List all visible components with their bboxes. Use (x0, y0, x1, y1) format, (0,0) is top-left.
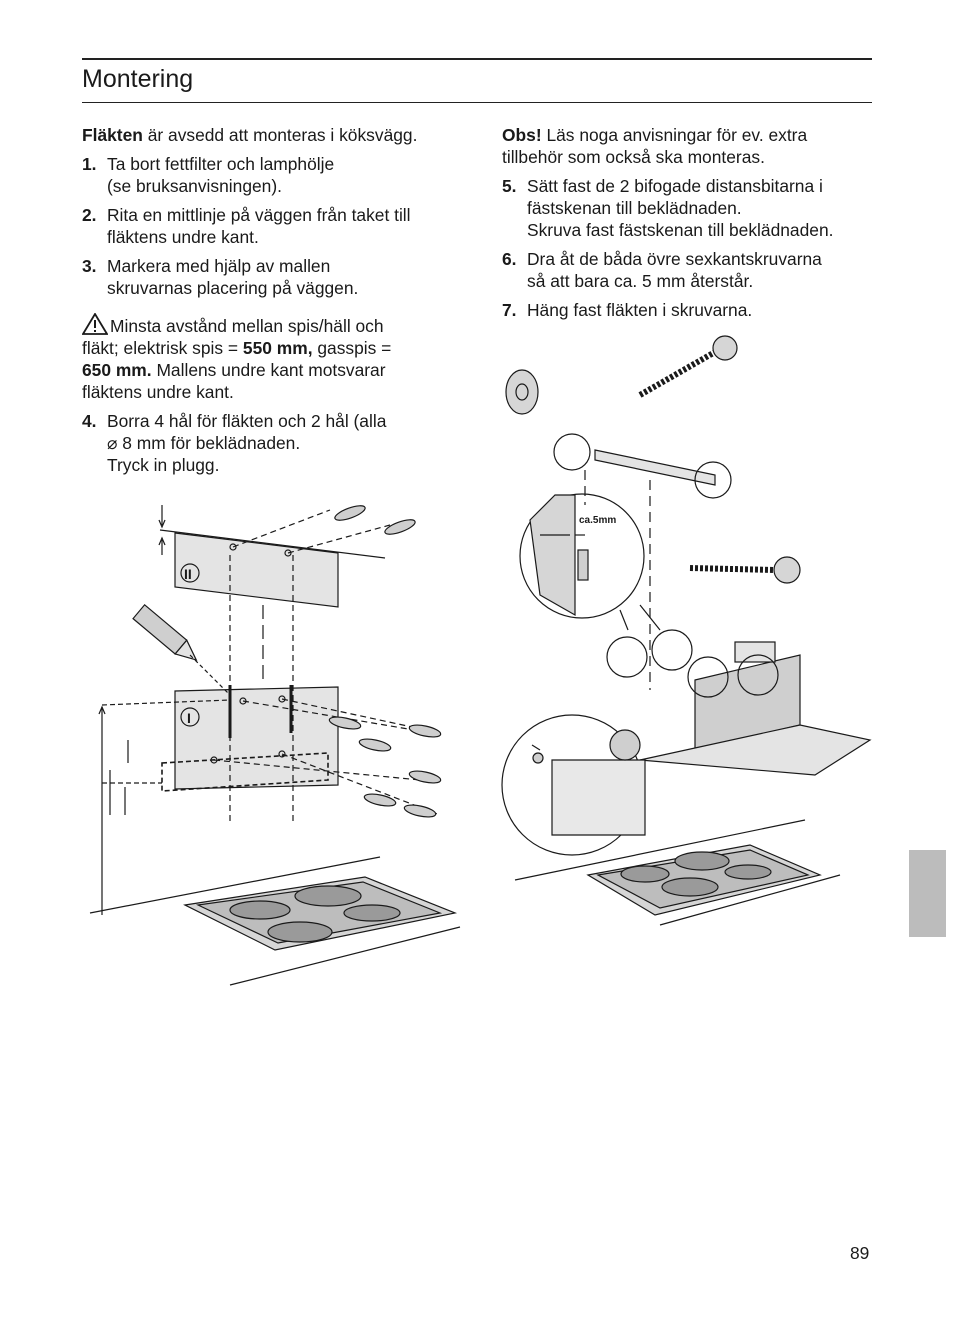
warning-icon (82, 313, 108, 335)
template-label-ii: II (184, 566, 192, 582)
title-underline (82, 102, 872, 103)
step-5: 5. Sätt fast de 2 bifogade distansbitarn… (502, 176, 834, 240)
hood-mounting-illustration: ca.5mm (501, 335, 872, 926)
wall-template-illustration: II I (89, 505, 461, 986)
step-3: 3. Markera med hjälp av mallen skruvarna… (82, 256, 359, 298)
template-label-i: I (187, 710, 191, 726)
right-intro: Obs! Läs noga anvisningar för ev. extra … (502, 125, 808, 167)
step-4: 4. Borra 4 hål för fläkten och 2 hål (al… (82, 411, 387, 475)
right-column: Obs! Läs noga anvisningar för ev. extra … (502, 124, 872, 321)
page-number: 89 (850, 1243, 870, 1263)
zoom-distance-label: ca.5mm (579, 515, 616, 526)
top-rule (82, 58, 872, 60)
warning-note: Minsta avstånd mellan spis/häll och fläk… (82, 313, 452, 403)
section-tab (909, 850, 946, 937)
step-1: 1. Ta bort fettfilter och lamphölje (se … (82, 154, 335, 196)
left-intro: Fläkten är avsedd att monteras i köksväg… (82, 125, 418, 145)
left-column: Fläkten är avsedd att monteras i köksväg… (82, 124, 452, 476)
step-6: 6. Dra åt de båda övre sexkantskruvarna … (502, 249, 822, 291)
step-2: 2. Rita en mittlinje på väggen från take… (82, 205, 411, 247)
step-7: 7. Häng fast fläkten i skruvarna. (502, 300, 753, 320)
page-title: Montering (82, 65, 194, 93)
